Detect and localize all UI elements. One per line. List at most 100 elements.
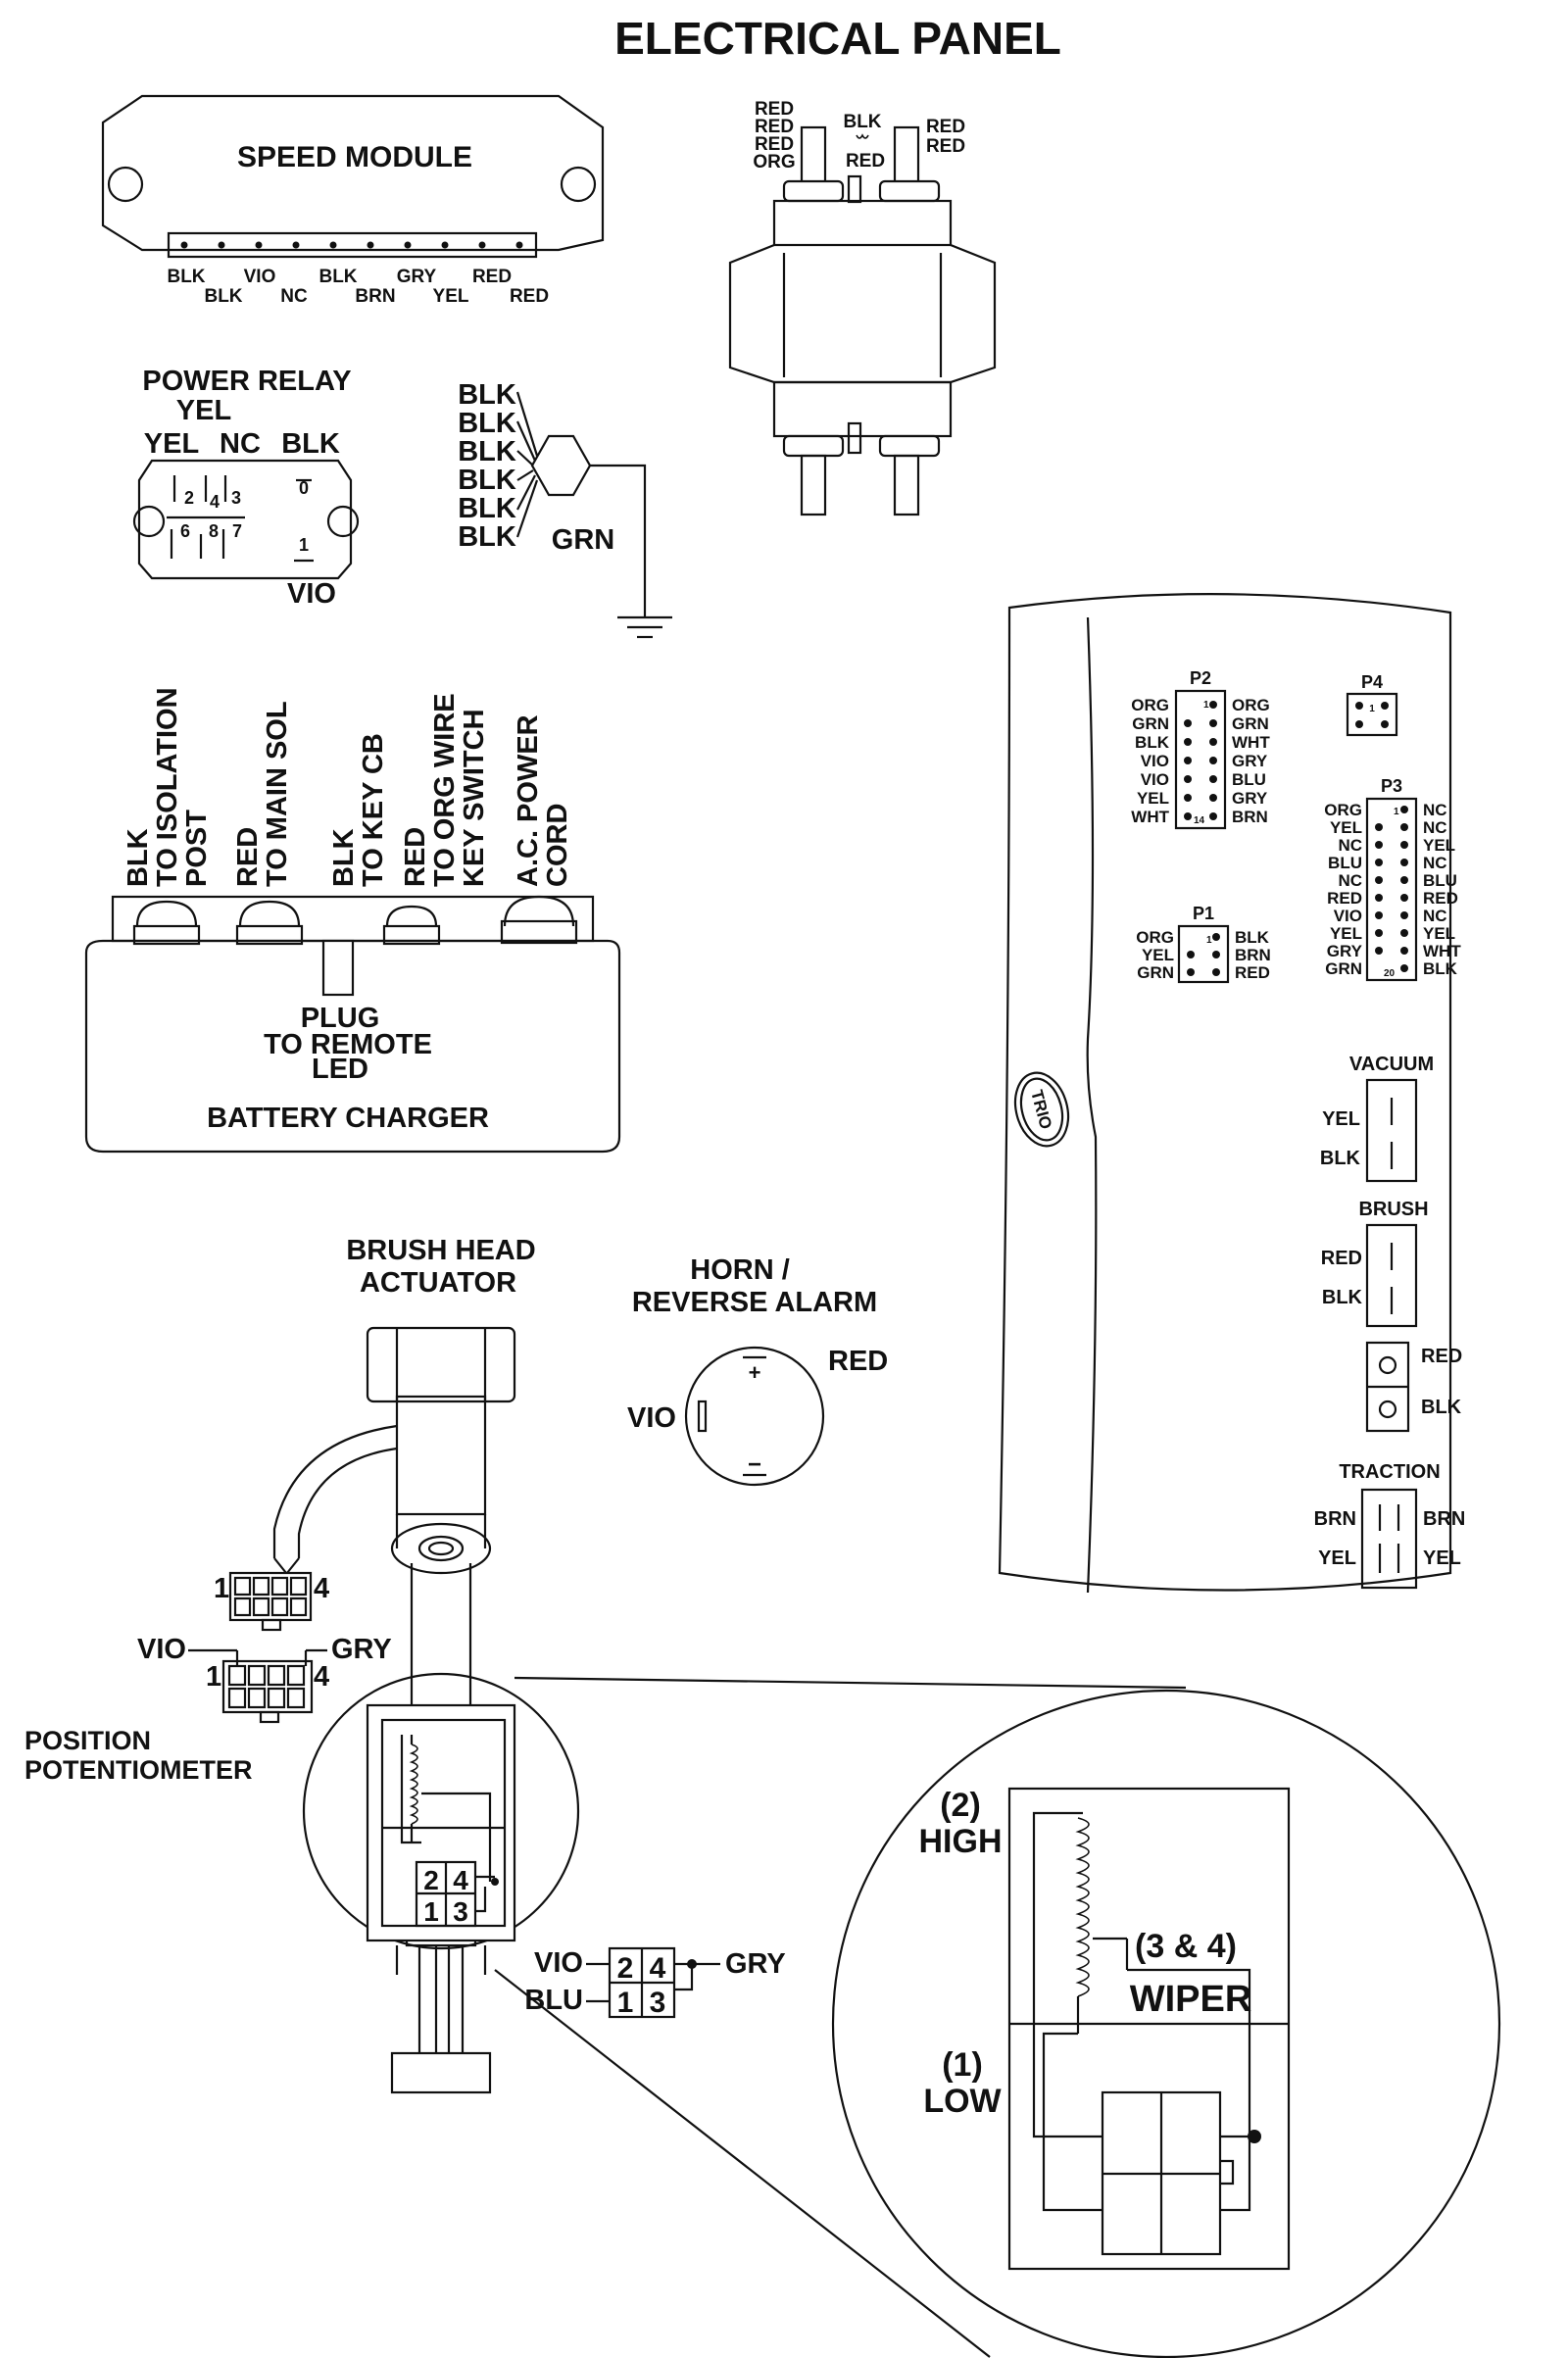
charger-plug-label: TO REMOTE — [264, 1029, 432, 1060]
ground-terminal: BLK BLK BLK BLK BLK BLK GRN — [458, 379, 672, 639]
solenoid-center-wire-top: BLK — [843, 112, 881, 132]
ground-block-wire: BLK — [458, 379, 516, 411]
speed-upper-wire: GRY — [397, 267, 437, 287]
vacuum-label: VACUUM — [1349, 1054, 1434, 1075]
pot-conn-pin: 2 — [617, 1952, 634, 1985]
p3-left-wire: ORG — [1324, 801, 1362, 819]
pot-conn-pin: 4 — [650, 1952, 666, 1985]
lower-connector-cavity — [267, 1664, 286, 1687]
p3-pin — [1400, 947, 1408, 955]
traction-right-wire: BRN — [1423, 1508, 1465, 1530]
p1-right-wire: BRN — [1235, 946, 1271, 964]
charger-connection-label: CORD — [542, 804, 573, 887]
p1-right-wire: RED — [1235, 963, 1270, 982]
p3-left-wire: BLU — [1328, 854, 1362, 872]
p3-pin — [1375, 859, 1383, 866]
lower-connector-cavity — [286, 1687, 306, 1709]
speed-upper-wire: VIO — [244, 267, 276, 287]
terminal-wire: RED — [1421, 1346, 1462, 1367]
p3-left-wire: NC — [1338, 871, 1362, 890]
p3-pin — [1375, 929, 1383, 937]
vacuum-wire: BLK — [1320, 1148, 1361, 1169]
p2-pin — [1184, 775, 1192, 783]
mating-connector-pin: 1 — [206, 1661, 221, 1693]
speed-module-pin — [367, 241, 374, 249]
p1-left-wire: ORG — [1136, 928, 1174, 947]
upper-connector-cavity — [252, 1597, 270, 1617]
terminal-wire: BLK — [1421, 1397, 1462, 1418]
main-solenoid: RED RED RED ORG BLK RED RED RED — [728, 99, 997, 516]
p1-pin-first: 1 — [1206, 935, 1212, 946]
p3-pin — [1375, 947, 1383, 955]
p2-pin-last: 14 — [1194, 815, 1205, 826]
charger-connection-label: TO MAIN SOL — [262, 701, 293, 887]
upper-connector-cavity — [289, 1597, 308, 1617]
p3-pin-last: 20 — [1384, 968, 1396, 979]
detail-low: LOW — [923, 2083, 1002, 2120]
relay-pin: 7 — [232, 521, 242, 541]
p3-pin — [1400, 841, 1408, 849]
pot-conn-left-wire: VIO — [534, 1947, 583, 1979]
p2-pin — [1184, 719, 1192, 727]
pot-conn-right-wire: GRY — [725, 1948, 786, 1980]
p1-pin — [1212, 951, 1220, 958]
pot-label: POSITION — [24, 1726, 151, 1755]
detail-high: HIGH — [919, 1823, 1003, 1860]
p3-right-wire: NC — [1423, 801, 1447, 819]
speed-module-pin — [218, 241, 225, 249]
pot-pin: 4 — [453, 1865, 468, 1895]
relay-pin-0: 0 — [299, 478, 309, 498]
ground-block-wire: BLK — [458, 408, 516, 439]
p3-right-wire: YEL — [1423, 836, 1455, 855]
actuator-label: BRUSH HEAD — [346, 1235, 535, 1266]
charger-connection-label: TO ISOLATION — [152, 687, 183, 887]
p2-pin — [1209, 794, 1217, 802]
power-relay-wire: YEL — [144, 428, 199, 460]
solenoid-left-wire: RED — [755, 134, 794, 155]
solenoid-right-wire: RED — [926, 117, 965, 137]
speed-module-pin — [478, 241, 486, 249]
p3-left-wire: GRN — [1325, 959, 1362, 978]
lower-connector-cavity — [227, 1664, 247, 1687]
p2-left-wire: WHT — [1131, 808, 1169, 826]
p3-pin-first: 1 — [1394, 807, 1399, 817]
speed-module-pin — [255, 241, 263, 249]
upper-connector-cavity — [270, 1597, 289, 1617]
p3-left-wire: VIO — [1334, 907, 1362, 925]
ground-block-wire: BLK — [458, 436, 516, 467]
p1-left-wire: YEL — [1142, 946, 1174, 964]
traction-left-wire: BRN — [1314, 1508, 1356, 1530]
solenoid-right-wire: RED — [926, 136, 965, 157]
speed-module-label: SPEED MODULE — [237, 141, 472, 173]
p3-pin — [1400, 964, 1408, 972]
charger-connection-label: A.C. POWER — [513, 714, 544, 887]
p2-right-wire: GRN — [1232, 714, 1269, 733]
p1-right-wire: BLK — [1235, 928, 1270, 947]
speed-module-pin — [404, 241, 412, 249]
p2-pin — [1209, 738, 1217, 746]
pot-pin: 1 — [423, 1896, 439, 1927]
p2-left-wire: ORG — [1131, 696, 1169, 714]
power-relay-label: POWER RELAY — [142, 366, 351, 397]
p3-right-wire: YEL — [1423, 924, 1455, 943]
p3-pin — [1400, 859, 1408, 866]
p1-pin — [1212, 968, 1220, 976]
speed-upper-wire: RED — [472, 267, 512, 287]
p2-right-wire: ORG — [1232, 696, 1270, 714]
charger-plug-label: LED — [312, 1054, 368, 1085]
brush-wire: BLK — [1322, 1287, 1363, 1308]
detail-wiper: (3 & 4) — [1135, 1928, 1237, 1965]
solenoid-center-wire-bottom: RED — [846, 151, 885, 172]
speed-module-pin — [329, 241, 337, 249]
upper-connector-cavity — [252, 1576, 270, 1597]
p1-pin — [1212, 933, 1220, 941]
p3-pin — [1375, 841, 1383, 849]
p2-pin — [1209, 812, 1217, 820]
traction-right-wire: YEL — [1423, 1547, 1461, 1569]
p3-label: P3 — [1381, 776, 1402, 796]
battery-charger: BLK TO ISOLATION POST RED TO MAIN SOL BL… — [84, 687, 621, 1154]
relay-pin: 6 — [180, 521, 190, 541]
p2-pin-first: 1 — [1203, 700, 1209, 711]
p2-pin — [1209, 757, 1217, 764]
